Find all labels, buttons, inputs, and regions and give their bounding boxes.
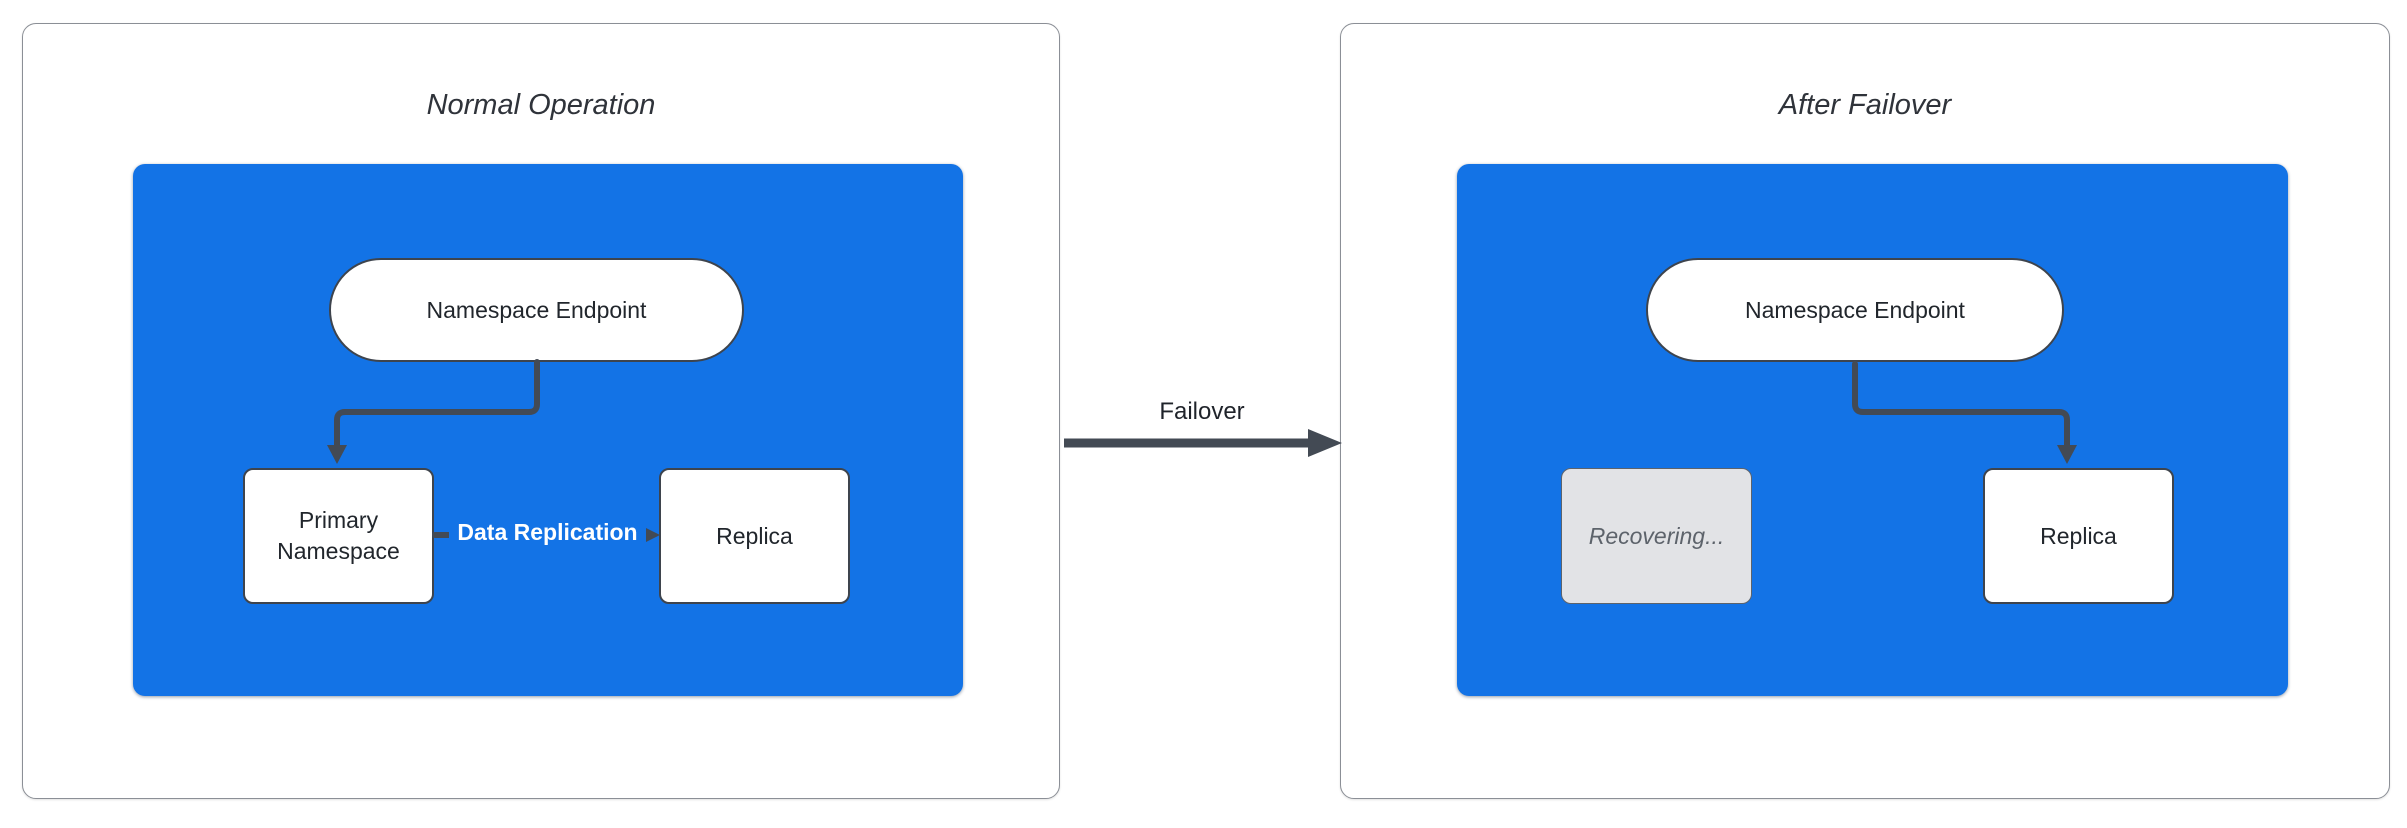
panel-after-failover: After Failover Namespace Endpoint Recove… <box>1340 23 2390 799</box>
panel-title-normal-operation: Normal Operation <box>426 89 656 121</box>
recovering-node: Recovering... <box>1561 468 1752 604</box>
replica-node-normal: Replica <box>659 468 850 604</box>
failover-label: Failover <box>1159 398 1245 425</box>
namespace-endpoint-node-normal: Namespace Endpoint <box>329 258 744 362</box>
replica-node-failover: Replica <box>1983 468 2174 604</box>
panel-title-after-failover: After Failover <box>1778 89 1952 121</box>
primary-namespace-node: Primary Namespace <box>243 468 434 604</box>
panel-normal-operation: Normal Operation Namespace Endpoint Prim… <box>22 23 1060 799</box>
data-replication-label: Data Replication <box>435 517 660 548</box>
namespace-container-normal: Namespace Endpoint Primary Namespace Rep… <box>133 164 963 696</box>
arrowhead-right-icon <box>1308 429 1342 457</box>
failover-arrow <box>1064 429 1342 457</box>
namespace-endpoint-node-failover: Namespace Endpoint <box>1646 258 2064 362</box>
namespace-container-failover: Namespace Endpoint Recovering... Replica <box>1457 164 2288 696</box>
